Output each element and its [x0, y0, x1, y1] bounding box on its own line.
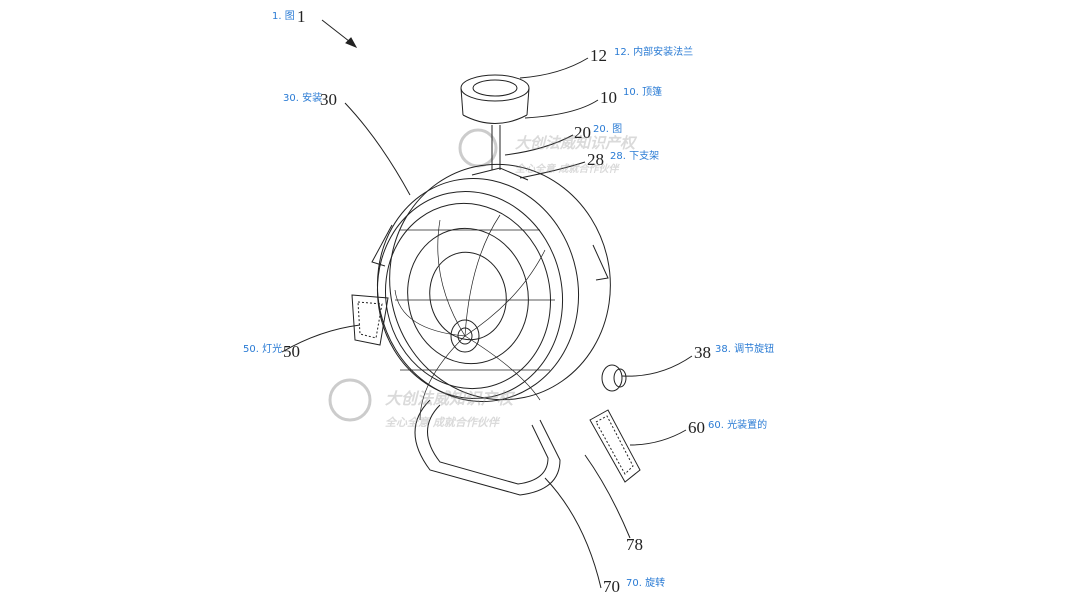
callout-number: 60 [688, 418, 705, 437]
fan-housing [376, 163, 611, 403]
callout-label: 28. 下支架 [610, 151, 660, 162]
watermark-text: 大创法威知识产权 [515, 134, 636, 152]
callout-number: 20 [574, 123, 591, 142]
top-mount [460, 74, 530, 181]
callout-label: 38. 调节旋钮 [715, 344, 775, 355]
figure-label: 1. 图 [272, 11, 295, 22]
callout-label: 70. 旋转 [626, 578, 666, 589]
leader-lines [281, 57, 693, 589]
callout-label: 12. 内部安装法兰 [614, 47, 694, 58]
right-light [589, 409, 641, 483]
figure-arrow [321, 19, 358, 48]
rotating-stand [414, 399, 561, 496]
watermark-subtext: 全心全意 成就合作伙伴 [515, 164, 619, 175]
callout-number: 10 [600, 88, 617, 107]
watermark-logo [328, 128, 498, 422]
callout-label: 20. 图 [593, 124, 623, 135]
side-brackets [371, 224, 609, 281]
callout-number: 70 [603, 577, 620, 596]
callout-number: 38 [694, 343, 711, 362]
watermark-subtext: 全心全意 成就合作伙伴 [385, 416, 499, 429]
callout-label: 30. 安装 [283, 93, 323, 104]
callout-label: 60. 光装置的 [708, 420, 768, 431]
callout-number: 30 [320, 90, 337, 109]
watermark-text: 大创法威知识产权 [385, 389, 514, 408]
figure-number: 1 [297, 7, 306, 26]
adjustment-knob [601, 364, 627, 392]
callout-number: 78 [626, 535, 643, 554]
callout-number: 50 [283, 342, 300, 361]
callout-label: 50. 灯光 [243, 344, 283, 355]
left-light [351, 294, 389, 346]
callout-number: 28 [587, 150, 604, 169]
callout-number: 12 [590, 46, 607, 65]
callout-label: 10. 顶篷 [623, 87, 663, 98]
